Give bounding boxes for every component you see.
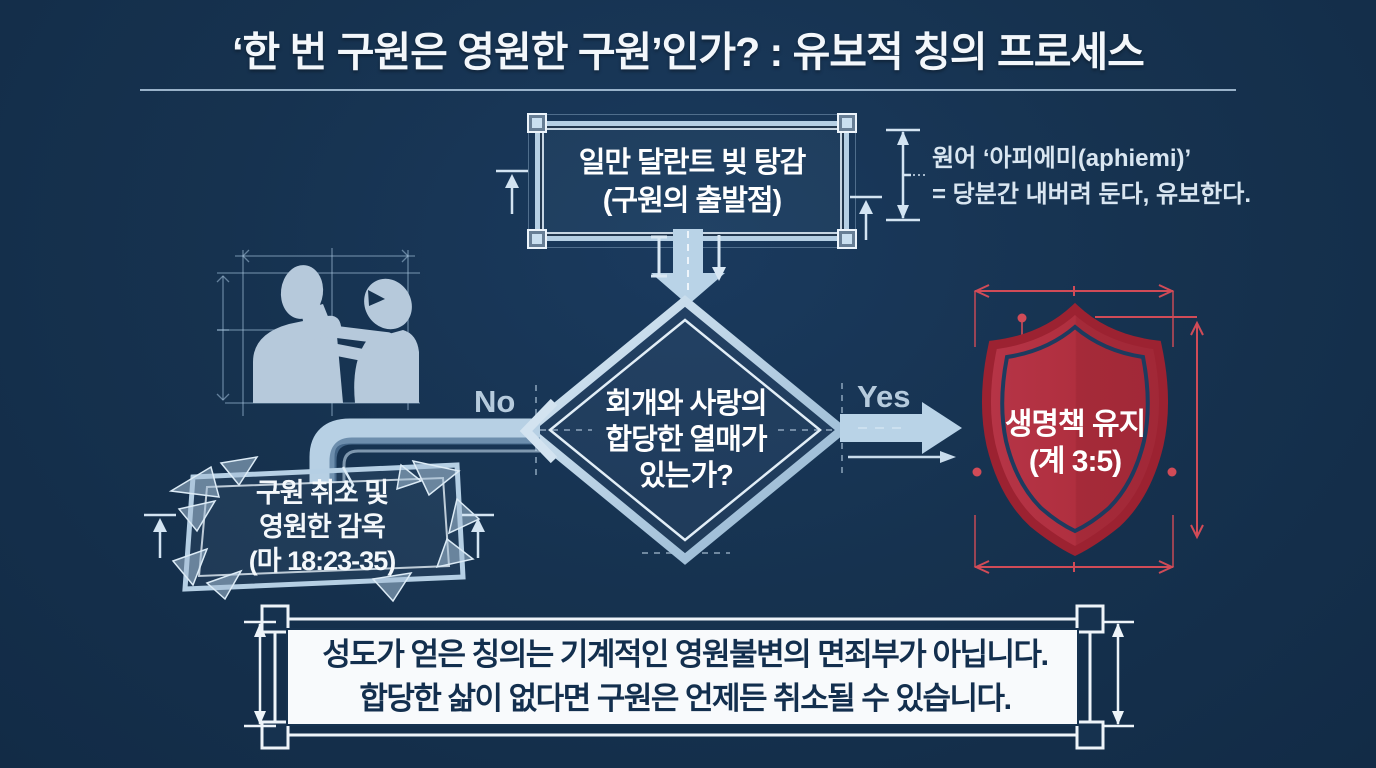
cancel-box <box>168 455 481 603</box>
diamond-guides <box>535 383 843 554</box>
cancel-line3: (마 18:23-35) <box>248 546 396 576</box>
decision-line3: 있는가? <box>639 460 734 492</box>
corner-plate-icon <box>837 113 857 133</box>
dimension-tick-icon <box>496 169 528 214</box>
start-box-line2: (구원의 출발점) <box>602 185 782 217</box>
thin-down-arrow-icon <box>712 235 726 281</box>
cancel-line1: 구원 취소 및 <box>255 478 389 508</box>
down-arrow-icon <box>651 229 726 305</box>
start-box: 일만 달란트 빚 탕감 (구원의 출발점) <box>527 113 857 249</box>
choking-figures-illustration <box>216 248 420 416</box>
yes-branch-label: Yes <box>857 379 911 414</box>
annotation-line2: = 당분간 내버려 둔다, 유보한다. <box>932 181 1251 208</box>
dimension-tick-icon <box>462 513 494 558</box>
decision-line2: 합당한 열매가 <box>605 424 767 456</box>
banner-corner-tabs <box>260 604 1105 750</box>
decision-diamond <box>520 295 850 565</box>
shield-line1: 생명책 유지 <box>1004 408 1146 441</box>
decision-line1: 회개와 사랑의 <box>605 388 767 420</box>
start-box-text: 일만 달란트 빚 탕감 (구원의 출발점) <box>540 144 844 220</box>
shield-body <box>981 302 1169 557</box>
decision-text: 회개와 사랑의 합당한 열매가 있는가? <box>555 386 817 494</box>
cancel-box-text: 구원 취소 및 영원한 감옥 (마 18:23-35) <box>182 476 462 578</box>
dimension-vertical-arrow-icon <box>886 128 927 222</box>
annotation-line1: 원어 ‘아피에미(aphiemi)’ <box>932 145 1192 172</box>
dimension-vertical-arrow-icon <box>244 620 276 728</box>
dimension-tick-icon <box>850 195 882 240</box>
shield-inner-line <box>1000 324 1150 534</box>
victim-mouth <box>368 290 385 306</box>
no-branch-label: No <box>474 384 516 419</box>
glass-shards <box>168 455 481 603</box>
title-divider <box>140 89 1236 91</box>
figures-silhouette <box>253 265 419 403</box>
corner-plate-icon <box>837 229 857 249</box>
cancel-line2: 영원한 감옥 <box>259 512 386 542</box>
shield-icon <box>972 284 1204 574</box>
footer-statement: 성도가 얻은 칭의는 기계적인 영원불변의 면죄부가 아닙니다. 합당한 삶이 … <box>285 633 1085 721</box>
red-dimension-dots <box>972 313 1177 477</box>
corner-plate-icon <box>527 113 547 133</box>
yes-arrow-icon <box>840 402 962 463</box>
page-title: ‘한 번 구원은 영원한 구원’인가? : 유보적 칭의 프로세스 <box>232 29 1145 75</box>
shield-text: 생명책 유지 (계 3:5) <box>972 406 1178 480</box>
footer-line1: 성도가 얻은 칭의는 기계적인 영원불변의 면죄부가 아닙니다. <box>322 637 1049 672</box>
corner-plate-icon <box>527 229 547 249</box>
dimension-vertical-arrow-icon <box>1102 620 1134 728</box>
dimension-tick-icon <box>144 513 176 558</box>
start-box-line1: 일만 달란트 빚 탕감 <box>578 147 807 179</box>
aphiemi-annotation: 원어 ‘아피에미(aphiemi)’ = 당분간 내버려 둔다, 유보한다. <box>932 141 1272 213</box>
ibeam-mark-icon <box>651 235 667 278</box>
no-elbow-arrow-icon <box>309 398 558 483</box>
shield-line2: (계 3:5) <box>1028 445 1122 478</box>
crack-line <box>341 466 355 500</box>
footer-banner-frame <box>260 604 1105 750</box>
footer-line2: 합당한 삶이 없다면 구원은 언제든 취소될 수 있습니다. <box>359 681 1012 716</box>
